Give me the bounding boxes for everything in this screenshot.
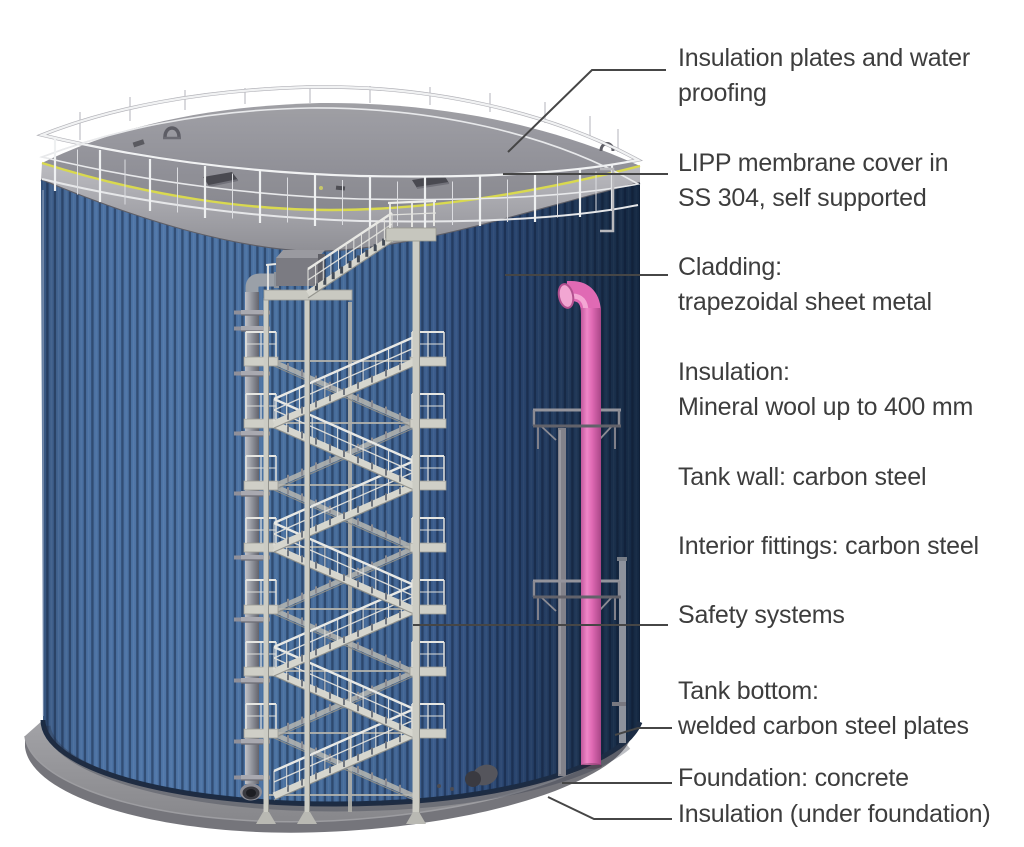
label-tank-wall: Tank wall: carbon steel: [678, 460, 927, 495]
roof-edge-bracket: [600, 167, 615, 233]
roof-hatch: [412, 175, 449, 188]
label-line: Tank bottom:: [678, 677, 819, 705]
label-line: welded carbon steel plates: [678, 712, 969, 740]
staircase-tower: [243, 199, 447, 824]
label-line: SS 304, self supported: [678, 184, 927, 212]
label-line: Insulation (under foundation): [678, 800, 991, 828]
label-line: proofing: [678, 79, 767, 107]
yellow-trim-ring: [41, 161, 641, 212]
label-line: Tank wall: carbon steel: [678, 463, 927, 491]
pipe-support-brackets: [532, 408, 621, 620]
label-insulation-plates: Insulation plates and water proofing: [678, 41, 970, 111]
leader-insulation-plates: [507, 69, 666, 153]
label-insulation-under-foundation: Insulation (under foundation): [678, 797, 991, 832]
foundation-fittings: [437, 764, 498, 791]
roof-membrane: [42, 102, 640, 210]
label-line: Safety systems: [678, 601, 845, 629]
label-line: trapezoidal sheet metal: [678, 288, 932, 316]
leader-tank-bottom: [614, 727, 672, 736]
label-cladding: Cladding: trapezoidal sheet metal: [678, 250, 932, 320]
roof-hatch: [203, 172, 238, 186]
side-pipe-right: [612, 557, 627, 743]
label-line: LIPP membrane cover in: [678, 149, 949, 177]
label-line: Interior fittings: carbon steel: [678, 532, 979, 560]
label-line: Foundation: concrete: [678, 764, 909, 792]
label-tank-bottom: Tank bottom: welded carbon steel plates: [678, 674, 969, 744]
roof-lifting-hook: [163, 126, 181, 138]
label-membrane-cover: LIPP membrane cover in SS 304, self supp…: [678, 146, 948, 216]
label-safety-systems: Safety systems: [678, 598, 845, 633]
label-foundation: Foundation: concrete: [678, 761, 909, 796]
label-line: Cladding:: [678, 253, 782, 281]
pink-pipe-assembly: [532, 281, 621, 776]
tank-wall-cladding: [40, 180, 643, 812]
pink-pipe: [557, 281, 602, 769]
leader-insulation-under-foundation: [547, 796, 672, 820]
pink-pipe-flange: [557, 283, 575, 309]
label-line: Mineral wool up to 400 mm: [678, 393, 974, 421]
label-insulation: Insulation: Mineral wool up to 400 mm: [678, 355, 973, 425]
label-line: Insulation:: [678, 358, 790, 386]
roof-guardrail-front: [36, 85, 644, 228]
leader-lines: [413, 69, 672, 820]
label-line: Insulation plates and water: [678, 44, 971, 72]
label-interior-fittings: Interior fittings: carbon steel: [678, 529, 979, 564]
thin-gray-pipe: [558, 428, 566, 776]
